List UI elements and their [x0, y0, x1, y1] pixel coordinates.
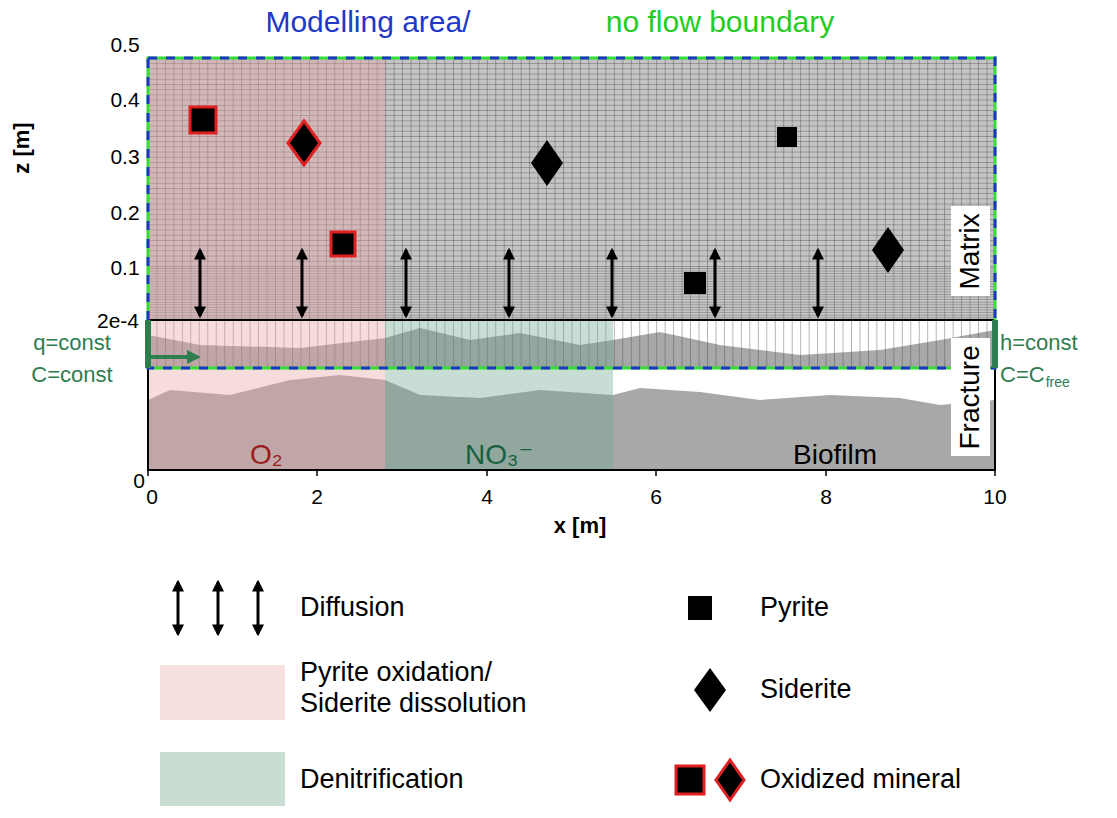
- siderite: [872, 227, 904, 273]
- region-label: O₂: [250, 440, 283, 471]
- region-label: NO₃⁻: [465, 440, 533, 471]
- pyrite: [777, 127, 797, 147]
- inflow-boundary: [145, 320, 151, 368]
- modelling-area-boundary: [148, 58, 995, 368]
- tick-label: 2e-4: [97, 309, 139, 333]
- biofilm-band: Biofilm: [788, 437, 882, 474]
- axis-ticks: [148, 470, 995, 476]
- region-label: Biofilm: [793, 440, 877, 471]
- tick-label: 0.4: [110, 88, 139, 112]
- region-label: Fracture: [955, 345, 986, 449]
- tick-label: 4: [481, 485, 493, 509]
- tick-label: 0.1: [110, 256, 139, 280]
- tick-label: 8: [820, 485, 832, 509]
- legend-text: Siderite: [760, 674, 852, 705]
- oxygen-zone-band: O₂: [148, 437, 385, 474]
- legend-text: Pyrite: [760, 592, 829, 623]
- legend-diffusion-arrow: [257, 582, 260, 634]
- no-flow-boundary: [148, 58, 995, 368]
- fracture-label-box: Fracture: [951, 338, 990, 456]
- pyrite-oxidized: [331, 232, 355, 256]
- siderite-oxidized: [288, 121, 320, 165]
- region-label: Matrix: [955, 213, 986, 289]
- tick-label: 10: [983, 485, 1006, 509]
- boundary-condition: C=const: [31, 362, 112, 387]
- boundary-condition: C=C: [1000, 362, 1045, 387]
- legend-diffusion-arrow: [217, 582, 220, 634]
- legend-diffusion-arrow: [177, 582, 180, 634]
- tick-label: 0: [133, 469, 145, 493]
- axis-title: z [m]: [9, 122, 34, 173]
- subscript: free: [1046, 374, 1070, 390]
- tick-label: 0.3: [110, 145, 139, 169]
- domain-frame: [148, 320, 995, 470]
- tick-label: 0.2: [110, 201, 139, 225]
- oxidation-zone: [148, 58, 385, 470]
- legend-swatch: [160, 752, 285, 806]
- legend-pyrite: [688, 596, 712, 620]
- legend-oxidized-siderite: [716, 760, 744, 800]
- boundary-condition: h=const: [1000, 330, 1078, 355]
- pyrite-oxidized: [190, 107, 216, 133]
- legend-text: Pyrite oxidation/ Siderite dissolution: [300, 657, 530, 719]
- pyrite: [684, 272, 706, 294]
- title: Modelling area/: [265, 5, 470, 40]
- legend-text: Oxidized mineral: [760, 764, 961, 795]
- siderite: [531, 140, 563, 186]
- legend-samples: [160, 582, 744, 806]
- tick-label: 0: [146, 485, 158, 509]
- diffusion-arrows: [200, 250, 818, 316]
- tick-label: 0.5: [110, 33, 139, 57]
- tick-label: 6: [650, 485, 662, 509]
- nitrate-zone-band: NO₃⁻: [385, 437, 613, 474]
- boundary-label: no flow boundary: [606, 5, 835, 40]
- axis-title: x [m]: [554, 513, 607, 538]
- boundary-condition: q=const: [33, 330, 111, 355]
- legend-text: Denitrification: [300, 764, 464, 795]
- outflow-boundary: [992, 320, 998, 368]
- legend-siderite: [694, 668, 726, 712]
- denitrification-zone: [385, 320, 613, 470]
- legend-text: Diffusion: [300, 592, 405, 623]
- tick-label: 2: [311, 485, 323, 509]
- legend-swatch: [160, 665, 285, 720]
- legend-oxidized-pyrite: [676, 766, 704, 794]
- matrix-label-box: Matrix: [951, 206, 990, 296]
- inflow-arrow: [150, 355, 198, 359]
